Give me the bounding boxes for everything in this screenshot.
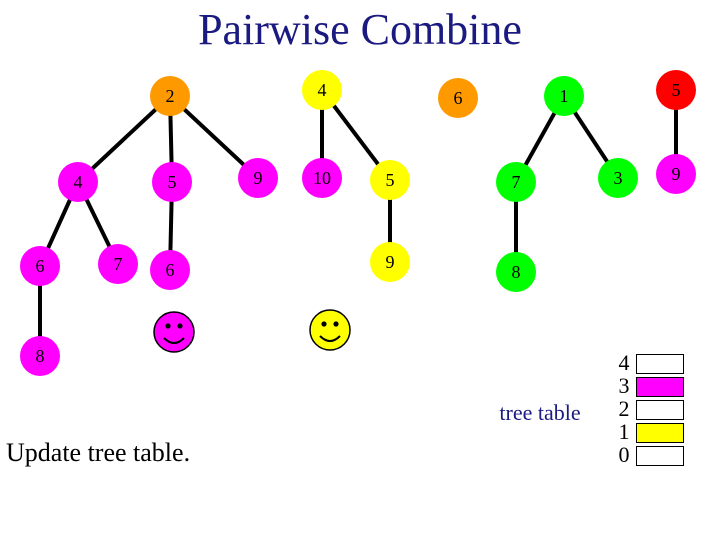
node-label: 4 (74, 172, 83, 192)
node-label: 6 (36, 256, 45, 276)
node-circle (20, 336, 60, 376)
tree-node: 7 (496, 162, 536, 202)
tree-node: 1 (544, 76, 584, 116)
node-circle (656, 70, 696, 110)
tree-edge (76, 94, 172, 184)
tree-table-index: 2 (618, 396, 630, 421)
node-circle (150, 76, 190, 116)
tree-node: 8 (20, 336, 60, 376)
tree-node: 2 (150, 76, 190, 116)
node-circle (438, 78, 478, 118)
tree-table-index: 1 (618, 419, 630, 444)
nodes-layer: 2 4 6 1 5 4 5 9 10 5 7 3 9 6 7 6 9 8 8 (20, 70, 696, 376)
tree-node: 9 (370, 242, 410, 282)
tree-table-cell (636, 354, 684, 374)
tree-node: 6 (150, 250, 190, 290)
node-label: 5 (386, 170, 395, 190)
node-label: 4 (318, 80, 327, 100)
node-label: 10 (313, 168, 331, 188)
smiley-face-icon (309, 309, 351, 351)
caption-text: Update tree table. (6, 438, 191, 467)
node-label: 9 (254, 168, 263, 188)
node-circle (496, 252, 536, 292)
tree-edge (168, 94, 260, 180)
node-circle (302, 158, 342, 198)
node-label: 6 (454, 88, 463, 108)
node-label: 8 (36, 346, 45, 366)
tree-node: 4 (58, 162, 98, 202)
node-label: 8 (512, 262, 521, 282)
tree-table-label: tree table (499, 400, 581, 425)
node-circle (656, 154, 696, 194)
node-circle (370, 242, 410, 282)
tree-table-cell (636, 400, 684, 420)
tree-node: 8 (496, 252, 536, 292)
node-label: 2 (166, 86, 175, 106)
node-label: 7 (114, 254, 123, 274)
tree-table-index: 3 (618, 373, 630, 398)
slide-title: Pairwise Combine (198, 5, 522, 54)
node-circle (496, 162, 536, 202)
node-circle (20, 246, 60, 286)
node-circle (544, 76, 584, 116)
tree-node: 3 (598, 158, 638, 198)
node-circle (98, 244, 138, 284)
node-label: 1 (560, 86, 569, 106)
smiley-face-icon (153, 311, 195, 353)
tree-node: 9 (238, 158, 278, 198)
tree-node: 6 (20, 246, 60, 286)
tree-table-index: 0 (618, 442, 630, 467)
tree-node: 5 (656, 70, 696, 110)
tree-table-cell (636, 423, 684, 443)
smiley-layer (153, 309, 351, 353)
node-label: 5 (168, 172, 177, 192)
node-circle (238, 158, 278, 198)
node-circle (598, 158, 638, 198)
node-label: 7 (512, 172, 521, 192)
tree-node: 4 (302, 70, 342, 110)
tree-node: 6 (438, 78, 478, 118)
tree-node: 5 (152, 162, 192, 202)
tree-node: 10 (302, 158, 342, 198)
node-label: 6 (166, 260, 175, 280)
node-label: 3 (614, 168, 623, 188)
tree-table-cell (636, 446, 684, 466)
node-circle (152, 162, 192, 202)
node-circle (370, 160, 410, 200)
node-label: 9 (672, 164, 681, 184)
tree-node: 9 (656, 154, 696, 194)
node-circle (58, 162, 98, 202)
node-label: 9 (386, 252, 395, 272)
node-label: 5 (672, 80, 681, 100)
edges-layer (38, 88, 678, 356)
tree-table-cell (636, 377, 684, 397)
tree-node: 7 (98, 244, 138, 284)
node-circle (150, 250, 190, 290)
tree-table-index: 4 (618, 350, 630, 375)
tree-node: 5 (370, 160, 410, 200)
node-circle (302, 70, 342, 110)
